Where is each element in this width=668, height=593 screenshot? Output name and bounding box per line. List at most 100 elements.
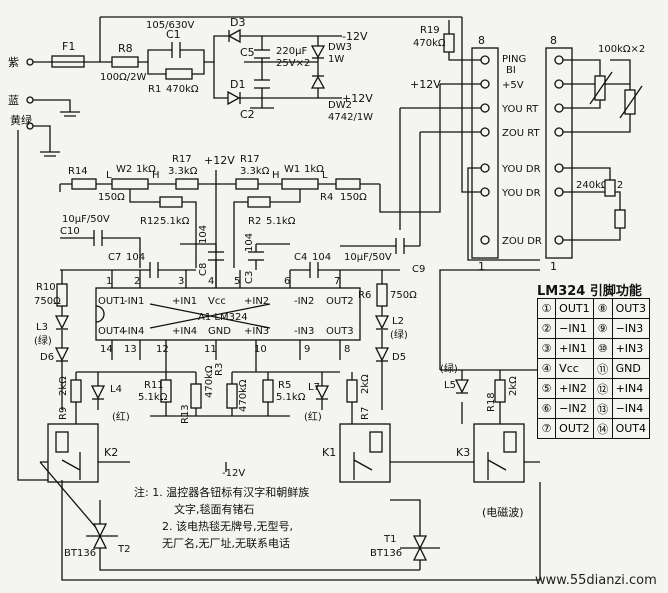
pin-func: GND <box>611 358 651 379</box>
pin-5: 5 <box>234 276 240 287</box>
label-R5-value: 5.1kΩ <box>276 392 306 403</box>
led-L4 <box>90 385 106 400</box>
label-DW3-value: 1W <box>328 54 344 65</box>
conn-pin <box>480 55 490 65</box>
label-R19: R19 <box>420 25 440 36</box>
label-pos12: +12V <box>342 92 373 105</box>
label-R17a-value: 3.3kΩ <box>168 166 198 177</box>
label-L7: L7 <box>308 382 320 393</box>
pin-ping: PING <box>502 54 526 65</box>
pin-10: 10 <box>254 344 267 355</box>
pin-zou-rt: ZOU RT <box>502 128 540 139</box>
pin-num: ⑥ <box>536 398 557 419</box>
pin-num: ⑤ <box>536 378 557 399</box>
label-R2: R2 <box>248 216 261 227</box>
wire-yg-return <box>17 130 62 481</box>
pin-func: OUT3 <box>611 298 651 319</box>
pin-num: ⑧ <box>592 298 613 319</box>
pin-num: ⑭ <box>592 418 613 439</box>
table-row: ⑦ OUT2 ⑭ OUT4 <box>536 418 651 439</box>
wire <box>255 243 290 270</box>
wire-blue-label: 蓝 <box>8 94 19 107</box>
relay-K2: K2 <box>47 423 118 483</box>
pin-6: 6 <box>284 276 290 287</box>
wire <box>440 369 540 424</box>
label-R6-value: 750Ω <box>390 290 417 301</box>
resistor-R11 <box>160 379 172 403</box>
label-plus12-conn: +12V <box>410 78 441 91</box>
led-L3 <box>54 315 70 330</box>
wire <box>86 500 420 571</box>
label-W1: W1 <box>284 164 300 175</box>
table-row: ⑤ +IN2 ⑫ +IN4 <box>536 378 651 399</box>
pot-W2 <box>111 178 149 190</box>
pin-2: 2 <box>134 276 140 287</box>
label-L2: L2 <box>392 316 404 327</box>
pot-W1 <box>281 178 319 190</box>
label-R10-value: 750Ω <box>34 296 61 307</box>
label-R7: R7 <box>360 407 371 420</box>
connector-right: 8 1 100kΩ×2 240kΩ×2 <box>545 34 645 273</box>
label-C9: C9 <box>412 264 425 275</box>
label-W2-value: 1kΩ <box>136 164 156 175</box>
led-L5 <box>454 379 470 394</box>
label-C3-value: 104 <box>244 233 255 252</box>
label-thermistor: 100kΩ×2 <box>598 44 645 55</box>
label-H-right: H <box>272 170 280 181</box>
pin-num: ⑩ <box>592 338 613 359</box>
label-K3: K3 <box>456 446 470 459</box>
conn-pin <box>480 127 490 137</box>
label-C3: C3 <box>244 271 255 284</box>
table-row: ⑥ −IN2 ⑬ −IN4 <box>536 398 651 419</box>
relay-K3-contact <box>487 452 507 480</box>
label-240k: 240kΩ×2 <box>576 180 623 191</box>
label-C1: C1 <box>166 28 181 41</box>
table-row: ① OUT1 ⑧ OUT3 <box>536 298 651 319</box>
diode-D1 <box>227 90 241 106</box>
conn-right-pin8: 8 <box>550 34 557 47</box>
label-C8: C8 <box>198 263 209 276</box>
label-C7: C7 <box>108 252 121 263</box>
conn-pin <box>554 103 564 113</box>
wire <box>390 499 440 570</box>
label-L7-color: (红) <box>304 410 322 423</box>
label-L2-color: (绿) <box>390 328 408 341</box>
lower-network: R9 2kΩ L4 (红) R11 5.1kΩ R13 470kΩ R3 470… <box>58 363 371 424</box>
pin-num: ⑦ <box>536 418 557 439</box>
ic-in3p: +IN3 <box>244 326 269 337</box>
label-C5: C5 <box>240 46 255 59</box>
pin-num: ① <box>536 298 557 319</box>
watermark: www.55dianzi.com <box>535 573 657 588</box>
label-L5: L5 <box>444 380 456 391</box>
thermistor-1 <box>594 75 606 101</box>
pin-you-dr-1: YOU DR <box>501 164 541 175</box>
wire <box>165 372 197 416</box>
conn-pin <box>480 187 490 197</box>
label-T2-part: BT136 <box>64 548 96 559</box>
pin-func: −IN2 <box>555 398 594 419</box>
triac-T2 <box>92 523 108 538</box>
pin-func: +IN1 <box>555 338 594 359</box>
ic-out2: OUT2 <box>326 296 354 307</box>
wire-bottom-loop <box>61 480 541 581</box>
pin-num: ⑪ <box>592 358 613 379</box>
resistor-R13 <box>190 383 202 409</box>
diode-D5 <box>374 347 390 362</box>
label-R1: R1 <box>148 84 161 95</box>
label-R4-value: 150Ω <box>340 192 367 203</box>
conn-pin <box>554 187 564 197</box>
wire <box>440 20 481 85</box>
label-DW2-value: 4742/1W <box>328 112 373 123</box>
triac-T2-b <box>92 534 108 549</box>
label-L-right: L <box>322 170 328 181</box>
label-K1: K1 <box>322 446 336 459</box>
label-D3: D3 <box>230 16 245 29</box>
note-line-4: 无厂名,无厂址,无联系电话 <box>162 537 290 550</box>
conn-pin <box>554 79 564 89</box>
wire <box>180 243 217 270</box>
wire <box>33 99 80 157</box>
conn-right-pin1: 1 <box>550 260 557 273</box>
label-R9-value: 2kΩ <box>58 376 69 396</box>
ic-notch <box>95 305 105 323</box>
